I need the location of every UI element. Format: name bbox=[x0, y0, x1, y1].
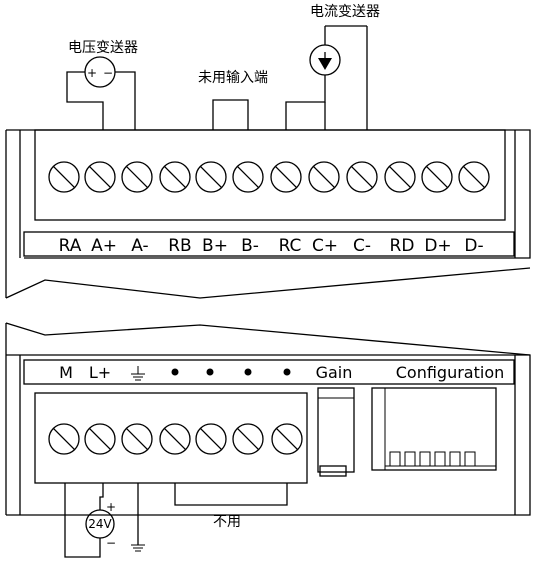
lower-module bbox=[5, 322, 531, 516]
screw-terminal-icon bbox=[121, 161, 153, 193]
terminal-label-rc: RC bbox=[279, 236, 302, 256]
screw-terminal-icon bbox=[121, 423, 153, 455]
dip-switch-lever bbox=[389, 451, 401, 467]
screw-terminal-icon bbox=[48, 423, 80, 455]
screw-terminal-icon bbox=[232, 423, 264, 455]
dot-3-icon bbox=[244, 368, 252, 376]
not-used-bracket bbox=[174, 483, 288, 506]
power-supply: 24V + − bbox=[64, 483, 145, 558]
voltage-source-plus: + bbox=[87, 66, 97, 80]
voltage-transmitter: 电压变送器 + − bbox=[66, 40, 138, 130]
terminal-label-d-minus: D- bbox=[464, 236, 483, 256]
dip-switch-lever bbox=[419, 451, 431, 467]
power-supply-plus: + bbox=[106, 500, 116, 514]
lower-break-line bbox=[5, 322, 531, 356]
terminal-label-ra: RA bbox=[59, 236, 82, 256]
current-transmitter-label: 电流变送器 bbox=[310, 4, 380, 20]
dot-4-icon bbox=[283, 368, 291, 376]
power-supply-label: 24V bbox=[88, 517, 112, 531]
ground-symbol-icon bbox=[131, 366, 145, 381]
unused-input-label: 未用输入端 bbox=[198, 70, 268, 86]
power-wire-l-plus bbox=[99, 483, 104, 510]
screw-terminal-icon bbox=[271, 423, 303, 455]
screw-terminal-icon bbox=[232, 161, 264, 193]
dip-switch-lever bbox=[464, 451, 476, 467]
not-used-label: 不用 bbox=[213, 514, 241, 530]
upper-break-line bbox=[5, 267, 531, 299]
terminal-label-rd: RD bbox=[390, 236, 415, 256]
screw-terminal-icon bbox=[84, 161, 116, 193]
voltage-source-minus: − bbox=[103, 66, 113, 80]
dip-switch-lever bbox=[404, 451, 416, 467]
lower-label-strip bbox=[23, 359, 515, 385]
dip-switch-lever bbox=[449, 451, 461, 467]
terminal-label-a-minus: A- bbox=[131, 236, 148, 256]
lower-terminal-screws bbox=[48, 423, 303, 455]
unused-input: 未用输入端 bbox=[198, 70, 268, 130]
current-wire-rc bbox=[285, 75, 326, 130]
upper-terminal-labels: RA A+ A- RB B+ B- RC C+ C- RD D+ D- bbox=[59, 236, 484, 256]
screw-terminal-icon bbox=[458, 161, 490, 193]
screw-terminal-icon bbox=[308, 161, 340, 193]
screw-terminal-icon bbox=[159, 423, 191, 455]
screw-terminal-icon bbox=[270, 161, 302, 193]
dot-2-icon bbox=[206, 368, 214, 376]
dip-switch-lever bbox=[434, 451, 446, 467]
terminal-label-b-minus: B- bbox=[241, 236, 259, 256]
earth-ground-icon bbox=[131, 544, 145, 552]
label-m: M bbox=[59, 363, 73, 382]
terminal-label-a-plus: A+ bbox=[91, 236, 117, 256]
upper-module bbox=[5, 129, 531, 299]
current-transmitter: 电流变送器 bbox=[285, 4, 380, 130]
voltage-transmitter-label: 电压变送器 bbox=[68, 40, 138, 56]
screw-terminal-icon bbox=[48, 161, 80, 193]
dot-1-icon bbox=[171, 368, 179, 376]
screw-terminal-icon bbox=[195, 423, 227, 455]
power-supply-minus: − bbox=[106, 536, 116, 550]
terminal-label-d-plus: D+ bbox=[424, 236, 451, 256]
voltage-wire-minus bbox=[115, 71, 136, 130]
upper-label-strip bbox=[23, 231, 515, 257]
screw-terminal-icon bbox=[384, 161, 416, 193]
upper-terminal-block bbox=[34, 129, 506, 221]
not-used: 不用 bbox=[174, 483, 288, 530]
voltage-wire-plus bbox=[66, 71, 104, 130]
screw-terminal-icon bbox=[421, 161, 453, 193]
screw-terminal-icon bbox=[84, 423, 116, 455]
terminal-label-rb: RB bbox=[168, 236, 191, 256]
upper-terminal-screws bbox=[48, 161, 490, 193]
dip-switch-levers bbox=[389, 451, 476, 467]
current-wire-top bbox=[324, 25, 368, 130]
configuration-dip-switch bbox=[371, 387, 497, 471]
label-l-plus: L+ bbox=[89, 363, 111, 382]
power-wire-m bbox=[64, 483, 101, 558]
label-gain: Gain bbox=[316, 363, 353, 382]
label-configuration: Configuration bbox=[396, 363, 505, 382]
screw-terminal-icon bbox=[346, 161, 378, 193]
lower-terminal-block bbox=[34, 392, 308, 484]
gain-potentiometer bbox=[317, 387, 355, 473]
lower-strip-labels: M L+ Gain Configuration bbox=[59, 363, 504, 382]
unused-input-jumper bbox=[212, 99, 249, 130]
terminal-label-b-plus: B+ bbox=[202, 236, 228, 256]
screw-terminal-icon bbox=[195, 161, 227, 193]
terminal-label-c-plus: C+ bbox=[312, 236, 338, 256]
terminal-label-c-minus: C- bbox=[353, 236, 371, 256]
power-supply-icon bbox=[85, 509, 115, 539]
current-arrow-icon bbox=[318, 58, 332, 70]
screw-terminal-icon bbox=[159, 161, 191, 193]
